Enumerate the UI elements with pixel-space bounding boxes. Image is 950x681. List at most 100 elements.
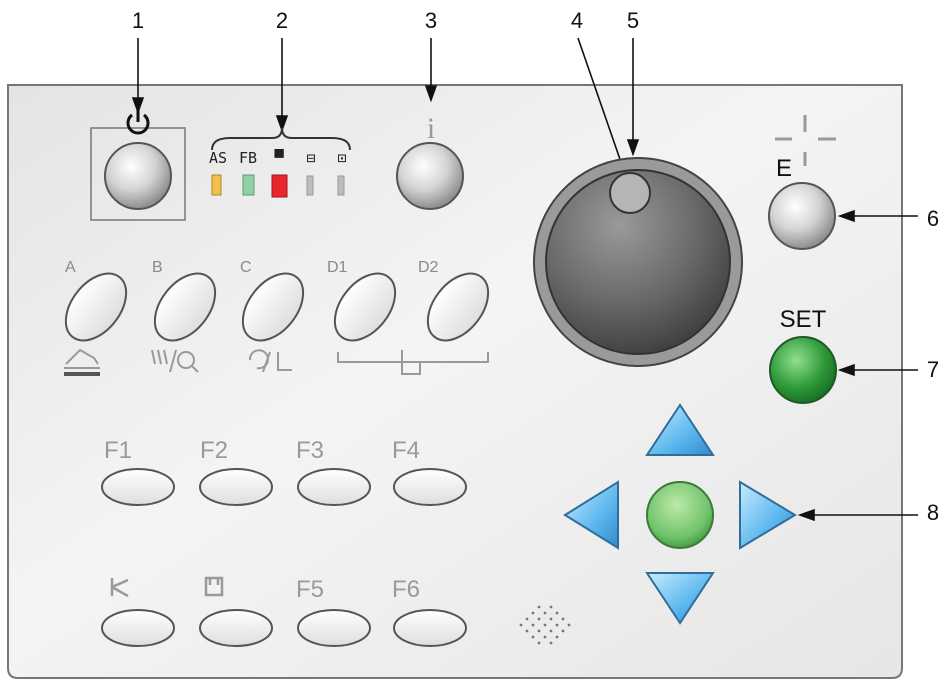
speaker-hole (561, 629, 565, 633)
callout-1: 1 (132, 8, 144, 33)
key-b-button[interactable] (143, 262, 228, 351)
led-5 (337, 175, 345, 196)
speaker-hole (567, 623, 571, 627)
f-key-label-1: F1 (104, 437, 132, 464)
led-label-5: ⊡ (337, 149, 346, 167)
led-label-4: ⊟ (306, 149, 315, 167)
callout-6: 6 (927, 206, 939, 231)
key-label-c: C (240, 259, 252, 276)
top-key-row: A B C D1 D2 (54, 259, 501, 351)
info-button[interactable] (396, 142, 464, 210)
f-key-rows: F1 F2 F3 F4 F5 F6 (101, 437, 467, 647)
f6-button[interactable] (393, 609, 467, 647)
speaker-hole (537, 629, 541, 633)
led-indicators: AS FB ▀ ⊟ ⊡ (209, 127, 351, 198)
speaker-hole (543, 635, 547, 639)
crosshair-icon (775, 115, 836, 166)
led-fb (242, 174, 255, 196)
nav-up-button[interactable] (645, 403, 715, 456)
led-as (211, 174, 222, 196)
led-4 (306, 175, 314, 196)
jog-dial[interactable] (545, 169, 731, 355)
speaker-hole (531, 635, 535, 639)
e-button[interactable] (768, 182, 836, 250)
speaker-hole (549, 617, 553, 621)
callout-8: 8 (927, 500, 939, 525)
led-label-as: AS (209, 149, 227, 167)
f-key-label-6: F6 (392, 576, 420, 603)
scissors-icon (110, 578, 129, 598)
callout-4: 4 (571, 8, 583, 33)
key-d2-button[interactable] (416, 262, 501, 351)
speaker-hole (549, 629, 553, 633)
power-button-group (90, 106, 186, 221)
nav-right-button[interactable] (739, 480, 797, 550)
e-button-group: E (768, 115, 836, 250)
led-3 (271, 174, 288, 198)
info-button-group: i (396, 112, 464, 210)
cut-button[interactable] (101, 609, 175, 647)
key-a-button[interactable] (54, 262, 139, 351)
speaker-hole (561, 617, 565, 621)
top-key-icons (64, 348, 489, 376)
power-button-frame (90, 127, 186, 221)
callout-3: 3 (425, 8, 437, 33)
set-button[interactable] (769, 336, 837, 404)
speaker-hole (537, 605, 541, 609)
f4-button[interactable] (393, 468, 467, 506)
key-label-d1: D1 (327, 259, 348, 276)
f-key-label-2: F2 (200, 437, 228, 464)
save-button[interactable] (199, 609, 273, 647)
led-label-3: ▀ (273, 148, 284, 167)
pedal-bracket-icon (337, 350, 489, 375)
speaker-hole (531, 611, 535, 615)
speaker-hole (549, 641, 553, 645)
save-icon (204, 576, 224, 597)
speaker-hole (555, 623, 559, 627)
jog-dial-group (533, 157, 743, 367)
set-label: SET (780, 306, 827, 333)
speaker-hole (555, 635, 559, 639)
nav-pad (563, 403, 797, 625)
speaker-hole (525, 629, 529, 633)
speaker-grille (519, 605, 571, 645)
f-key-label-5: F5 (296, 576, 324, 603)
key-label-a: A (65, 259, 76, 276)
speaker-hole (549, 605, 553, 609)
jog-dial-finger-recess[interactable] (609, 172, 651, 214)
f5-button[interactable] (297, 609, 371, 647)
speaker-hole (537, 641, 541, 645)
f3-button[interactable] (297, 468, 371, 506)
speaker-hole (537, 617, 541, 621)
e-label: E (776, 155, 792, 182)
callout-7: 7 (927, 357, 939, 382)
led-brace (211, 127, 351, 151)
speaker-hole (543, 611, 547, 615)
power-button[interactable] (104, 142, 172, 210)
key-c-button[interactable] (231, 262, 316, 351)
stitch-zoom-icon (151, 349, 199, 373)
info-icon: i (427, 112, 435, 145)
key-d1-button[interactable] (323, 262, 408, 351)
led-label-fb: FB (239, 149, 257, 167)
speaker-hole (519, 623, 523, 627)
presser-foot-icon (64, 348, 100, 376)
set-button-group: SET (769, 306, 837, 404)
speaker-hole (525, 617, 529, 621)
power-icon (126, 106, 150, 135)
speaker-hole (531, 623, 535, 627)
key-label-b: B (152, 259, 163, 276)
rotate-frame-icon (248, 349, 292, 373)
nav-center-button[interactable] (646, 481, 714, 549)
nav-left-button[interactable] (563, 480, 619, 550)
f-key-label-3: F3 (296, 437, 324, 464)
speaker-hole (555, 611, 559, 615)
callout-2: 2 (276, 8, 288, 33)
f2-button[interactable] (199, 468, 273, 506)
nav-down-button[interactable] (645, 572, 715, 625)
f-key-label-4: F4 (392, 437, 420, 464)
speaker-hole (543, 623, 547, 627)
f1-button[interactable] (101, 468, 175, 506)
key-label-d2: D2 (418, 259, 439, 276)
